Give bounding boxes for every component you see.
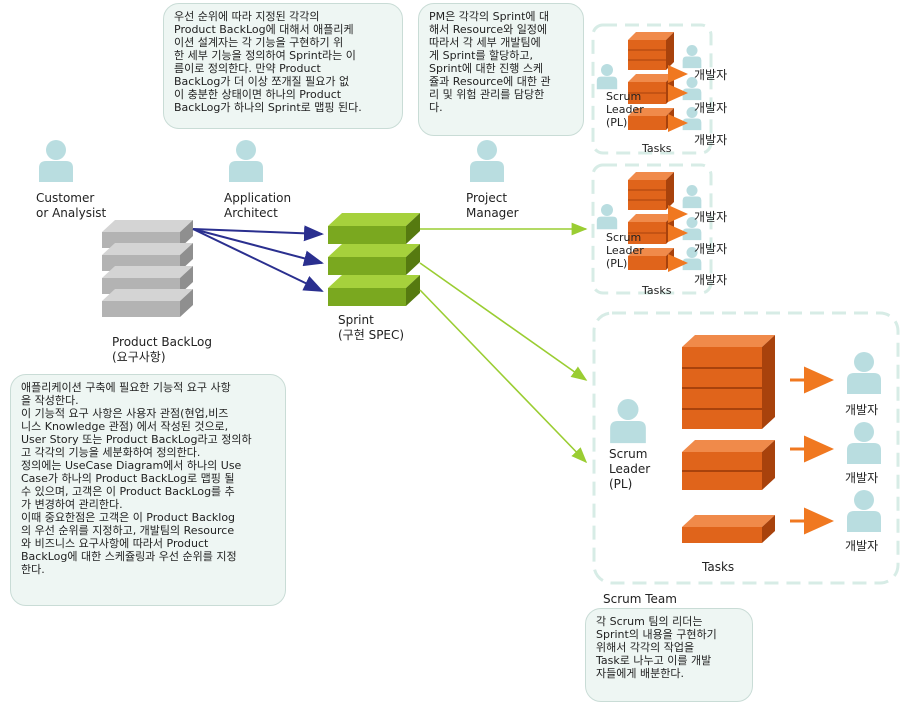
team-box-1 <box>591 23 713 155</box>
tasks-label: Tasks <box>642 284 672 297</box>
developer-label: 개발자 <box>694 68 728 82</box>
sprint-to-team-arrow <box>419 262 588 381</box>
backlog-to-sprint-arrow <box>192 228 324 292</box>
backlog-to-sprint-arrow <box>192 228 324 267</box>
architect-person-icon <box>229 140 263 182</box>
tasks-stack-3 <box>682 335 775 543</box>
developer-label: 개발자 <box>694 242 728 256</box>
backlog-description-note: 애플리케이션 구축에 필요한 기능적 요구 사항 을 작성한다. 이 기능적 요… <box>10 374 286 606</box>
customer-person-icon <box>39 140 73 182</box>
developer-label: 개발자 <box>845 539 879 553</box>
pm-person-icon <box>470 140 504 182</box>
sprint-stack <box>328 213 420 306</box>
scrum-leader-label: Scrum Leader (PL) <box>606 90 644 129</box>
developer-label: 개발자 <box>694 101 728 115</box>
developer-label: 개발자 <box>694 210 728 224</box>
team-description-note: 각 Scrum 팀의 리더는 Sprint의 내용을 구현하기 위해서 각각의 … <box>585 608 753 702</box>
team-box-3 <box>592 311 900 585</box>
developer-person-icon <box>682 185 702 209</box>
developer-label: 개발자 <box>845 403 879 417</box>
developer-person-icon <box>847 490 881 532</box>
architect-label: Application Architect <box>224 191 292 220</box>
sprint-to-team-arrow <box>419 289 588 464</box>
developer-label: 개발자 <box>694 133 728 147</box>
pm-role-note: PM은 각각의 Sprint에 대 해서 Resource와 일정에 따라서 각… <box>418 3 584 136</box>
sprint-label: Sprint (구현 SPEC) <box>338 313 405 342</box>
leader-person-icon-3 <box>610 399 646 444</box>
scrum-leader-label: Scrum Leader (PL) <box>606 231 644 270</box>
developer-person-icon <box>847 422 881 464</box>
developer-person-icon <box>682 45 702 69</box>
scrum-leader-label: Scrum Leader (PL) <box>609 447 651 491</box>
backlog-to-sprint-arrow <box>192 225 324 242</box>
developer-label: 개발자 <box>845 471 879 485</box>
product-backlog-label: Product BackLog (요구사항) <box>112 335 212 364</box>
sprint-mapping-note: 우선 순위에 따라 지정된 각각의 Product BackLog에 대해서 애… <box>163 3 403 129</box>
leader-person-icon-1 <box>596 64 618 90</box>
pm-label: Project Manager <box>466 191 519 220</box>
tasks-stack-1 <box>628 32 674 130</box>
customer-label: Customer or Analysist <box>36 191 107 220</box>
team-box-2 <box>591 163 713 295</box>
tasks-label: Tasks <box>642 142 672 155</box>
developer-person-icon <box>847 352 881 394</box>
scrum-team-label: Scrum Team <box>603 592 677 606</box>
tasks-label: Tasks <box>702 560 735 574</box>
developer-label: 개발자 <box>694 273 728 287</box>
tasks-stack-2 <box>628 172 674 270</box>
product-backlog-stack <box>102 220 193 317</box>
leader-person-icon-2 <box>596 204 618 230</box>
